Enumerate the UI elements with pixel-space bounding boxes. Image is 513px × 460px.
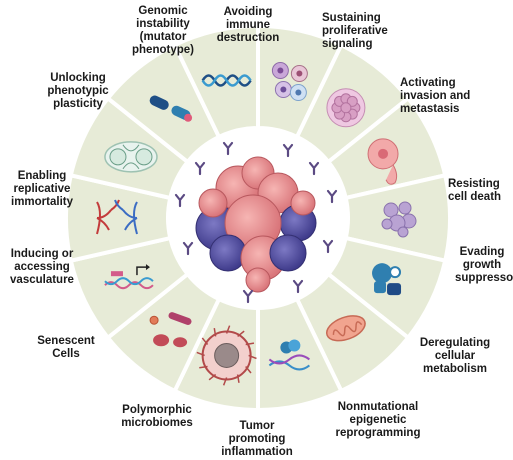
label-dividing-cell: Enabling replicative immortality (11, 170, 73, 208)
mitochondrion-icon (325, 315, 366, 342)
blood-vessels-icon (96, 199, 138, 235)
label-blood-vessels: Inducing or accessing vasculature (10, 248, 74, 286)
label-dna-helix: Genomic instability (mutator phenotype) (132, 5, 194, 56)
label-suppressor-protein: Evading growth suppressors (455, 246, 513, 284)
metastasis-cell-icon (367, 138, 399, 185)
label-chromosome: Unlocking phenotypic plasticity (47, 72, 109, 110)
label-inflamed-cell: Tumor promoting inflammation (221, 420, 293, 458)
tumor-cluster-icon (174, 141, 338, 304)
apoptotic-cell-icon (381, 201, 417, 238)
dna-methylation-icon (268, 339, 310, 371)
immune-cells-icon (271, 62, 308, 102)
label-proliferating-cell: Sustaining proliferative signaling (322, 12, 388, 50)
label-senescence-gene: Senescent Cells (37, 335, 95, 360)
label-metastasis-cell: Activating invasion and metastasis (400, 77, 471, 115)
inflamed-cell-icon (196, 325, 257, 386)
label-apoptotic-cell: Resisting cell death (448, 178, 502, 203)
label-microbes: Polymorphic microbiomes (121, 404, 193, 429)
chromosome-icon (149, 95, 193, 122)
label-dna-methylation: Nonmutational epigenetic reprogramming (335, 401, 421, 439)
suppressor-protein-icon (372, 263, 402, 296)
label-immune-cells: Avoiding immune destruction (216, 6, 280, 44)
dividing-cell-icon (104, 141, 158, 173)
dna-helix-icon (201, 74, 252, 87)
senescence-gene-icon (104, 264, 154, 290)
proliferating-cell-icon (326, 88, 366, 128)
microbes-icon (149, 312, 192, 348)
label-mitochondrion: Deregulating cellular metabolism (419, 337, 491, 375)
hallmark-icons (96, 62, 417, 386)
